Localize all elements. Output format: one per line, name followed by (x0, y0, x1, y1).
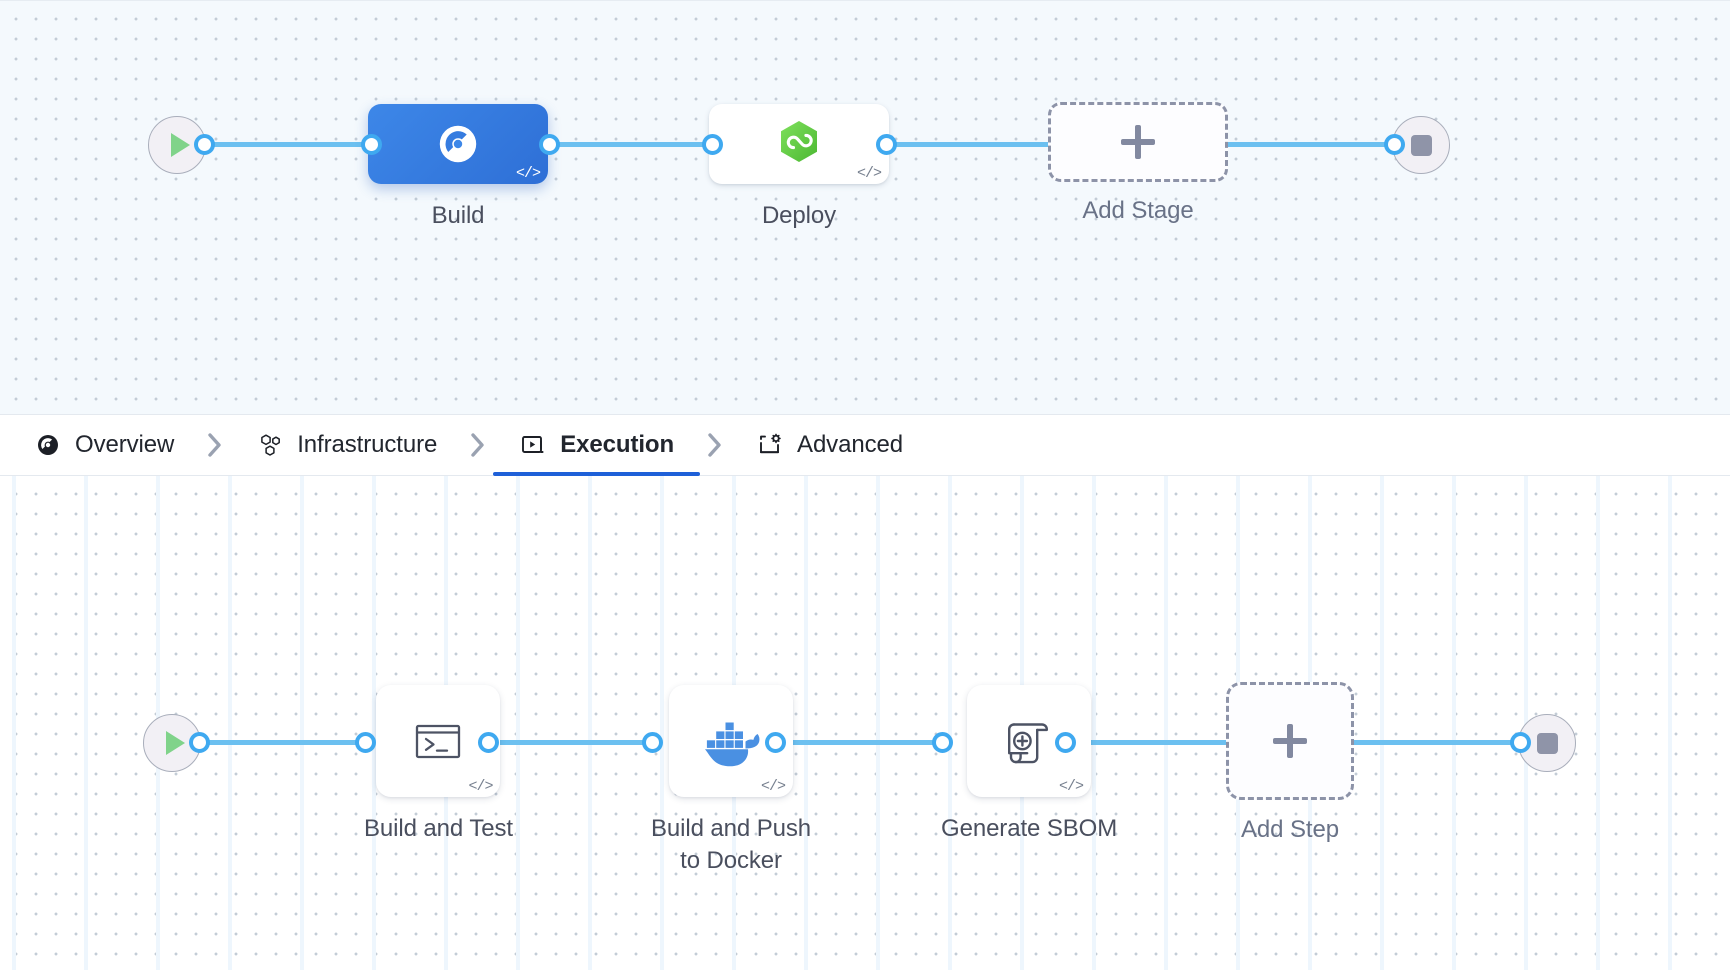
stage-node-add-stage[interactable]: Add Stage (1048, 102, 1228, 227)
port-end-in[interactable] (1384, 134, 1405, 155)
pipeline-stage-canvas[interactable]: </> Build </> D (0, 0, 1730, 414)
code-badge-icon: </> (1059, 778, 1084, 795)
tab-separator (178, 428, 252, 462)
port-sbom-in[interactable] (932, 732, 953, 753)
edge-build-test-to-docker (487, 740, 659, 745)
advanced-gear-box-icon (756, 431, 784, 459)
edge-sbom-to-add-step (1062, 740, 1234, 745)
stage-node-deploy-body[interactable]: </> (709, 104, 889, 184)
stage-node-deploy[interactable]: </> Deploy (709, 104, 889, 232)
stage-node-build-body[interactable]: </> (368, 104, 548, 184)
port-build-in[interactable] (361, 134, 382, 155)
chevron-right-icon (708, 433, 721, 457)
stage-label-add-stage: Add Stage (1082, 197, 1194, 224)
port-deploy-out[interactable] (876, 134, 897, 155)
step-node-build-and-test[interactable]: </> Build and Test (364, 685, 513, 845)
port-start-out[interactable] (194, 134, 215, 155)
step-node-generate-sbom[interactable]: </> Generate SBOM (941, 685, 1117, 845)
tab-separator (678, 428, 752, 462)
port-step-start-out[interactable] (189, 732, 210, 753)
execution-play-box-icon (519, 431, 547, 459)
stage-node-build[interactable]: </> Build (368, 104, 548, 232)
port-build-test-out[interactable] (478, 732, 499, 753)
add-stage-button[interactable] (1048, 102, 1228, 182)
tab-label-infrastructure: Infrastructure (297, 431, 438, 458)
plus-icon (1121, 125, 1155, 159)
tab-overview[interactable]: Overview (30, 415, 178, 475)
docker-whale-icon (705, 722, 760, 767)
sbom-scroll-icon (1008, 723, 1049, 764)
edge-build-to-deploy (549, 142, 719, 147)
stage-label-build: Build (431, 202, 485, 229)
terminal-icon (416, 724, 461, 759)
edge-addstage-to-end (1222, 142, 1402, 147)
plus-icon (1273, 724, 1307, 758)
tab-label-overview: Overview (75, 431, 175, 458)
deploy-hexagon-infinity-icon (781, 121, 817, 162)
stage-config-tabs[interactable]: Overview Infrastructure (0, 414, 1730, 476)
chevron-right-icon (471, 433, 484, 457)
build-circle-icon (439, 125, 477, 163)
execution-step-canvas[interactable]: </> Build and Test (0, 476, 1730, 970)
port-docker-in[interactable] (642, 732, 663, 753)
stop-icon (1536, 732, 1558, 754)
port-step-end-in[interactable] (1510, 732, 1531, 753)
tab-label-execution: Execution (560, 431, 675, 458)
chevron-right-icon (208, 433, 221, 457)
step-node-add-step[interactable]: Add Step (1226, 682, 1354, 846)
port-build-test-in[interactable] (355, 732, 376, 753)
port-sbom-out[interactable] (1055, 732, 1076, 753)
tab-separator (441, 428, 515, 462)
port-deploy-in[interactable] (702, 134, 723, 155)
step-label-add-step: Add Step (1241, 816, 1339, 843)
edge-start-to-build-test (200, 740, 372, 745)
edge-deploy-to-addstage (886, 142, 1070, 147)
code-badge-icon: </> (856, 165, 882, 182)
overview-pie-icon (34, 431, 62, 459)
tab-infrastructure[interactable]: Infrastructure (252, 415, 441, 475)
tab-label-advanced: Advanced (797, 431, 903, 458)
code-badge-icon: </> (468, 778, 493, 795)
code-badge-icon: </> (515, 165, 541, 182)
play-icon (165, 731, 185, 755)
edge-add-step-to-end (1348, 740, 1528, 745)
edge-docker-to-sbom (772, 740, 948, 745)
step-label-generate-sbom: Generate SBOM (941, 815, 1118, 842)
edge-start-to-build (205, 142, 377, 147)
step-label-build-and-test: Build and Test (364, 815, 513, 842)
hexagon-cluster-icon (256, 431, 284, 459)
play-icon (170, 133, 190, 157)
port-build-out[interactable] (539, 134, 560, 155)
step-node-build-push-docker[interactable]: </> Build and Push to Docker (651, 685, 811, 876)
stop-icon (1410, 134, 1432, 156)
port-docker-out[interactable] (765, 732, 786, 753)
stage-label-deploy: Deploy (761, 202, 837, 229)
add-step-button[interactable] (1226, 682, 1354, 800)
tab-advanced[interactable]: Advanced (752, 415, 907, 475)
code-badge-icon: </> (761, 778, 786, 795)
tab-execution[interactable]: Execution (493, 415, 700, 476)
step-label-build-push-docker: Build and Push to Docker (651, 815, 812, 874)
